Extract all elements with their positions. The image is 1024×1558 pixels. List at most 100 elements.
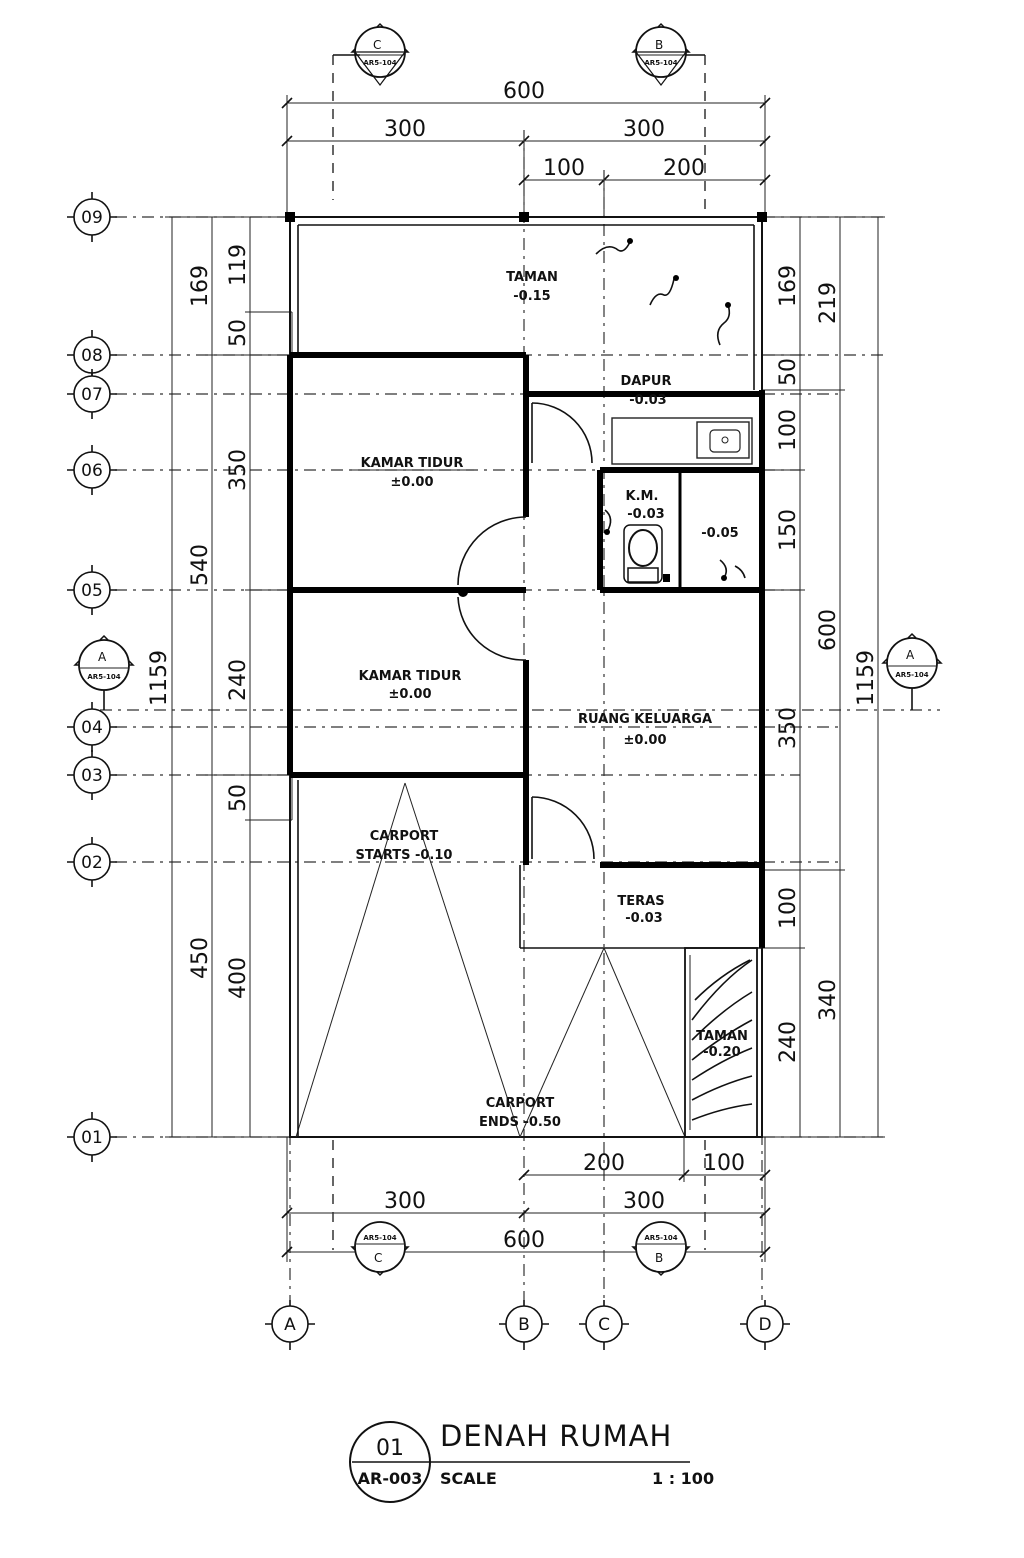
dim-bottom-d: 100 xyxy=(703,1151,745,1176)
section-marker-b-bottom: AR5-104 B xyxy=(631,1140,706,1277)
dim-right-1159: 1159 xyxy=(854,650,879,706)
dim-right-169: 169 xyxy=(776,265,801,307)
section-b-letter-top: B xyxy=(655,38,663,52)
dim-top-b: 300 xyxy=(623,117,665,142)
dim-top-total: 600 xyxy=(503,79,545,104)
grid-row-05: 05 xyxy=(81,581,103,601)
grid-row-03: 03 xyxy=(81,766,103,786)
top-dimensions: 600 300 300 100 200 xyxy=(281,79,771,215)
room-ruang-keluarga: RUANG KELUARGA xyxy=(578,712,712,727)
column-grid-bubbles: A B C D xyxy=(265,1300,790,1350)
section-b-letter-bottom: B xyxy=(655,1251,663,1265)
room-labels: TAMAN -0.15 DAPUR -0.03 KAMAR TIDUR ±0.0… xyxy=(350,270,748,1130)
grid-col-d: D xyxy=(758,1315,771,1335)
dim-left-1159: 1159 xyxy=(147,650,172,706)
section-a-letter-left: A xyxy=(98,650,107,664)
grid-row-07: 07 xyxy=(81,385,103,405)
grid-col-c: C xyxy=(598,1315,610,1335)
right-dimensions: 169 219 50 100 150 600 350 1159 100 340 … xyxy=(762,216,885,1138)
dim-left-350: 350 xyxy=(226,449,251,491)
room-taman-level: -0.15 xyxy=(513,289,550,304)
room-carport-start: CARPORT xyxy=(370,829,439,844)
dim-right-50: 50 xyxy=(776,358,801,386)
dim-left-400: 400 xyxy=(226,957,251,999)
room-taman: TAMAN xyxy=(506,270,558,285)
grid-row-09: 09 xyxy=(81,208,103,228)
section-marker-c-bottom: AR5-104 C xyxy=(332,1140,410,1277)
room-dapur: DAPUR xyxy=(621,374,672,389)
drawing-number: 01 xyxy=(376,1436,404,1461)
room-kamar-tidur-1-level: ±0.00 xyxy=(391,475,434,490)
section-c-ref-top: AR5-104 xyxy=(363,59,396,67)
room-tangga-level: -0.20 xyxy=(703,1045,740,1060)
section-b-ref-top: AR5-104 xyxy=(644,59,677,67)
grid-row-04: 04 xyxy=(81,718,103,738)
section-c-letter-bottom: C xyxy=(374,1251,382,1265)
dim-left-450: 450 xyxy=(188,937,213,979)
room-carport-end-level: ENDS -0.50 xyxy=(479,1115,561,1130)
room-teras: TERAS xyxy=(617,894,664,909)
dim-left-169: 169 xyxy=(188,265,213,307)
section-marker-a-left: A AR5-104 xyxy=(73,634,135,710)
grid-col-b: B xyxy=(518,1315,530,1335)
section-marker-b-top: B AR5-104 xyxy=(631,22,706,210)
room-tangga: TAMAN xyxy=(696,1029,748,1044)
room-dapur-level: -0.03 xyxy=(629,393,666,408)
scale-value: 1 : 100 xyxy=(652,1469,714,1488)
dim-right-600: 600 xyxy=(816,609,841,651)
dim-left-540: 540 xyxy=(188,544,213,586)
dim-left-50b: 50 xyxy=(226,784,251,812)
dim-bottom-total: 600 xyxy=(503,1228,545,1253)
dim-top-c: 100 xyxy=(543,156,585,181)
scale-label: SCALE xyxy=(440,1469,497,1488)
room-teras-level: -0.03 xyxy=(625,911,662,926)
room-kamar-tidur-2-level: ±0.00 xyxy=(389,687,432,702)
left-dimensions: 169 119 50 350 540 1159 240 50 450 400 xyxy=(147,216,293,1138)
grid-col-a: A xyxy=(284,1315,296,1335)
section-marker-c-top: C AR5-104 xyxy=(332,22,410,200)
room-kamar-tidur-1: KAMAR TIDUR xyxy=(361,456,464,471)
dim-right-100a: 100 xyxy=(776,409,801,451)
section-a-ref-left: AR5-104 xyxy=(87,673,120,681)
room-kamar-tidur-2: KAMAR TIDUR xyxy=(359,669,462,684)
title-block: 01 AR-003 DENAH RUMAH SCALE 1 : 100 xyxy=(349,1419,714,1503)
dim-bottom-c: 200 xyxy=(583,1151,625,1176)
grid-row-02: 02 xyxy=(81,853,103,873)
row-grid-bubbles: 09 08 07 06 05 04 03 02 01 xyxy=(67,192,117,1162)
section-marker-a-right: A AR5-104 xyxy=(881,632,943,710)
sheet-number: AR-003 xyxy=(358,1469,423,1488)
dim-left-240: 240 xyxy=(226,659,251,701)
room-km-level: -0.03 xyxy=(627,507,664,522)
walls xyxy=(285,212,767,1138)
fixtures xyxy=(595,238,746,584)
dim-right-100b: 100 xyxy=(776,887,801,929)
grid-row-08: 08 xyxy=(81,346,103,366)
section-c-ref-bottom: AR5-104 xyxy=(363,1234,396,1242)
dim-top-a: 300 xyxy=(384,117,426,142)
room-ruang-keluarga-level: ±0.00 xyxy=(624,733,667,748)
dim-bottom-b: 300 xyxy=(623,1189,665,1214)
grid-row-01: 01 xyxy=(81,1128,103,1148)
section-a-letter-right: A xyxy=(906,648,915,662)
room-km: K.M. xyxy=(626,489,659,504)
dim-right-150: 150 xyxy=(776,509,801,551)
dim-left-50a: 50 xyxy=(226,319,251,347)
dim-right-350: 350 xyxy=(776,707,801,749)
dim-top-d: 200 xyxy=(663,156,705,181)
dim-right-219: 219 xyxy=(816,282,841,324)
drawing-title: DENAH RUMAH xyxy=(440,1419,672,1453)
doors xyxy=(457,402,595,860)
room-carport-start-level: STARTS -0.10 xyxy=(356,848,453,863)
room-wc-level: -0.05 xyxy=(701,526,738,541)
section-b-ref-bottom: AR5-104 xyxy=(644,1234,677,1242)
dim-bottom-a: 300 xyxy=(384,1189,426,1214)
section-c-letter-top: C xyxy=(373,38,381,52)
stair-hatch xyxy=(691,959,753,1121)
grid-row-06: 06 xyxy=(81,461,103,481)
dim-right-340: 340 xyxy=(816,979,841,1021)
dim-left-119: 119 xyxy=(226,244,251,286)
room-carport-end: CARPORT xyxy=(486,1096,555,1111)
dim-right-240: 240 xyxy=(776,1021,801,1063)
section-a-ref-right: AR5-104 xyxy=(895,671,928,679)
